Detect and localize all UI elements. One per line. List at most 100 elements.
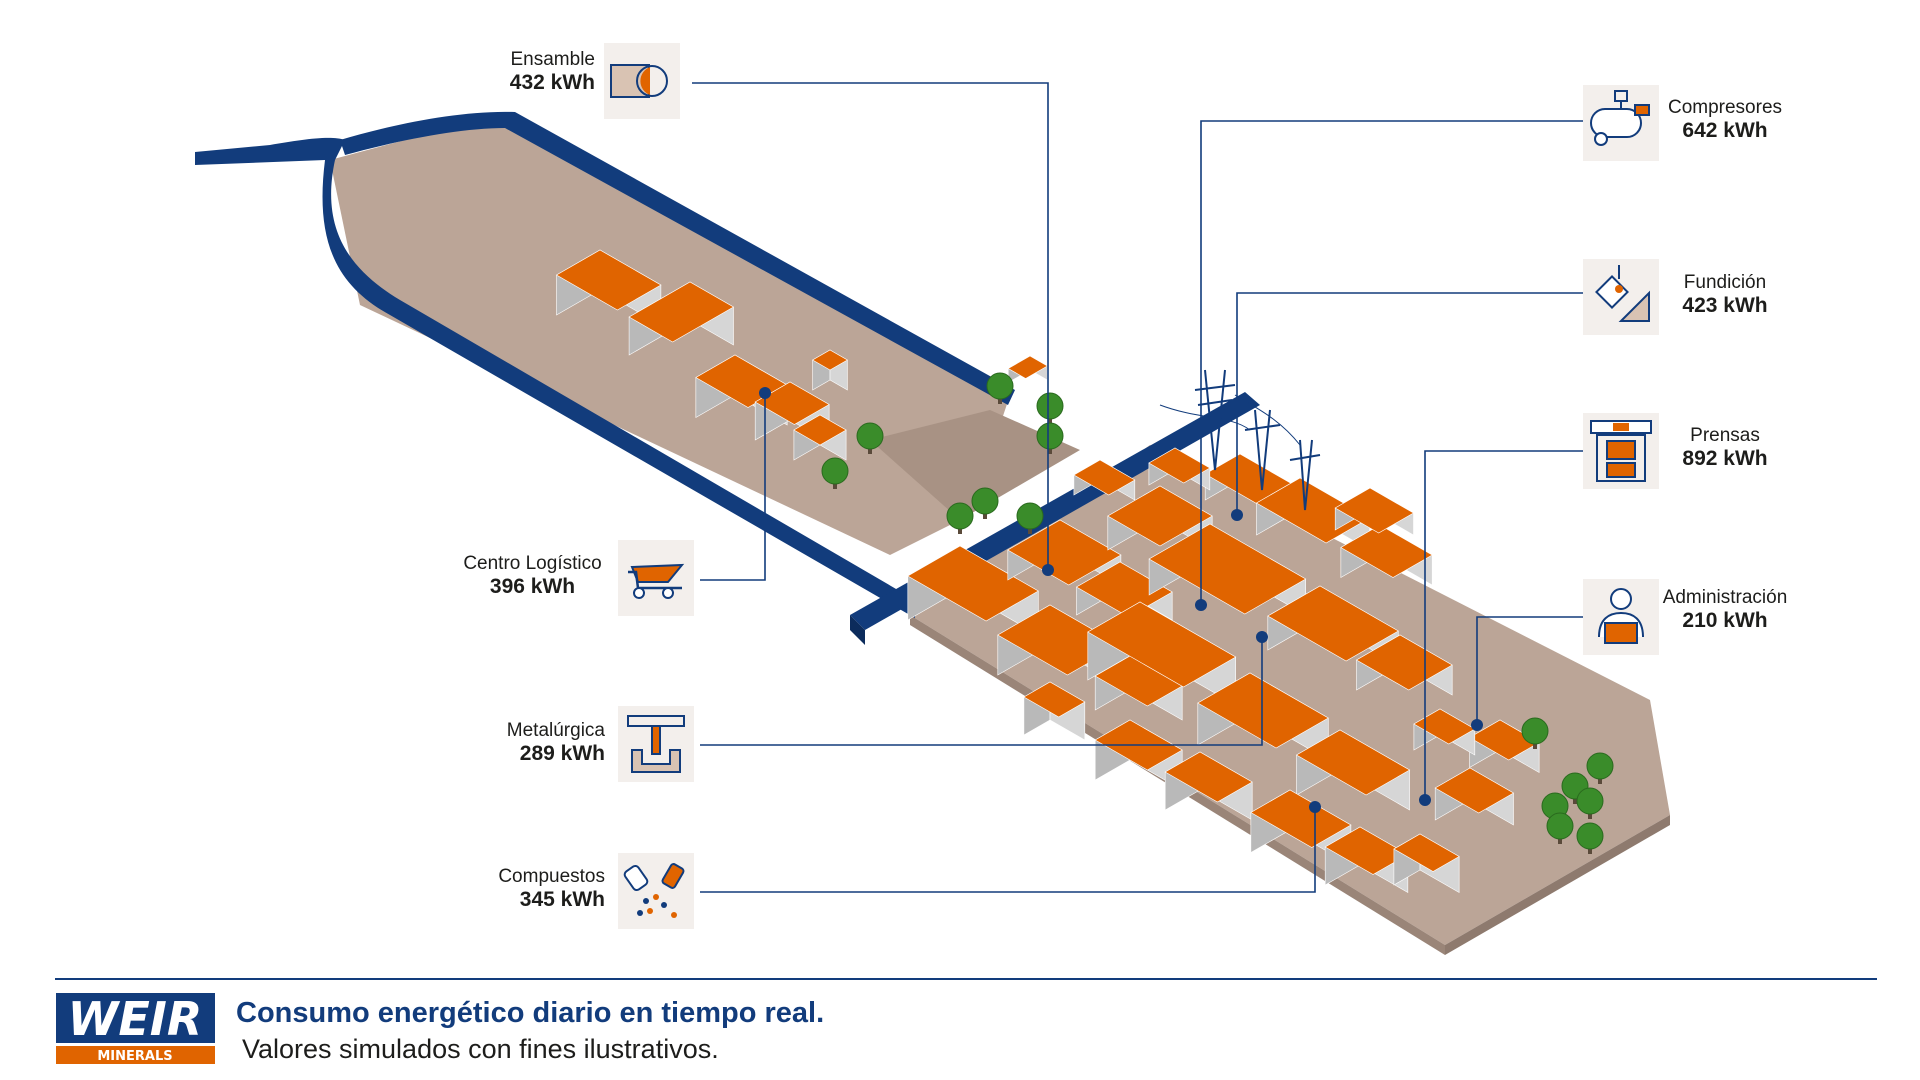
building-roof: [793, 414, 847, 446]
building: [1073, 459, 1136, 501]
building-roof: [1393, 833, 1460, 872]
ensamble-icon: [604, 43, 680, 119]
building: [1340, 524, 1433, 586]
power-pylons: [1159, 369, 1321, 511]
tree-icon: [1521, 717, 1549, 749]
building-roof: [1164, 751, 1253, 803]
label-compuestos: Compuestos 345 kWh: [435, 866, 605, 912]
footer-title: Consumo energético diario en tiempo real…: [236, 997, 825, 1029]
building: [1087, 601, 1237, 706]
label-metalurgica-value: 289 kWh: [519, 741, 605, 765]
label-compuestos-name: Compuestos: [498, 866, 605, 887]
building: [1164, 751, 1253, 821]
tree-icon: [1016, 502, 1044, 534]
building-roof: [1007, 355, 1049, 379]
building-roof: [1267, 585, 1399, 662]
building: [793, 414, 847, 461]
label-centro: Centro Logístico 396 kWh: [445, 553, 620, 599]
building-roof: [1023, 681, 1086, 718]
footer-subtitle: Valores simulados con fines ilustrativos…: [242, 1034, 719, 1064]
building-roof: [1073, 459, 1136, 496]
metallurgy-icon: [618, 706, 694, 782]
building: [1075, 561, 1173, 621]
tree-icon: [856, 422, 884, 454]
building: [1007, 355, 1049, 384]
building: [1434, 767, 1515, 826]
building: [907, 545, 1039, 636]
weir-minerals-logo: WEIR MINERALS: [56, 993, 215, 1064]
building-roof: [1107, 485, 1213, 547]
compressor-icon: [1583, 85, 1659, 161]
building: [1355, 634, 1453, 696]
building: [1413, 708, 1476, 756]
tree-icon: [1576, 822, 1604, 854]
building-roof: [1340, 524, 1433, 578]
building-roof: [628, 281, 735, 343]
tree-icon: [946, 502, 974, 534]
label-metalurgica-name: Metalúrgica: [506, 720, 605, 741]
building: [1023, 681, 1086, 741]
label-fundicion: Fundición 423 kWh: [1660, 272, 1790, 318]
tree-icon: [1546, 812, 1574, 844]
trees-layer: [821, 372, 1614, 854]
building-roof: [1324, 826, 1409, 875]
tree-icon: [821, 457, 849, 489]
leader-dots: [759, 387, 1483, 813]
label-compresores-value: 642 kWh: [1682, 118, 1768, 142]
footer-divider: [55, 978, 1877, 980]
building-roof: [555, 249, 662, 311]
logo-subtext: MINERALS: [97, 1049, 172, 1064]
isometric-plant-map: [195, 82, 1670, 955]
label-compresores-name: Compresores: [1667, 97, 1783, 118]
dump-truck-icon: [618, 540, 694, 616]
building-roof: [1334, 487, 1415, 534]
leader-lines: [692, 82, 1583, 893]
building-roof: [1355, 634, 1453, 691]
label-prensas-value: 892 kWh: [1682, 446, 1768, 470]
foundry-ladle-icon: [1583, 259, 1659, 335]
label-ensamble: Ensamble 432 kWh: [430, 49, 595, 95]
building: [1324, 826, 1409, 894]
building-roof: [811, 349, 849, 371]
building-roof: [1148, 447, 1211, 484]
building-roof: [1250, 789, 1352, 848]
label-compuestos-value: 345 kWh: [519, 887, 605, 911]
label-fundicion-name: Fundición: [1683, 272, 1767, 293]
building: [1148, 523, 1307, 616]
building: [628, 281, 735, 356]
label-centro-name: Centro Logístico: [463, 553, 602, 574]
tree-icon: [1036, 392, 1064, 424]
building-roof: [1434, 767, 1515, 814]
ground-lower-edge-right: [1445, 815, 1670, 955]
label-centro-value: 396 kWh: [489, 574, 576, 598]
parking-lot: [870, 410, 1080, 520]
label-compresores: Compresores 642 kWh: [1660, 97, 1790, 143]
tree-icon: [986, 372, 1014, 404]
tree-icon: [1036, 422, 1064, 454]
main-road: [195, 137, 915, 618]
building-roof: [1197, 672, 1329, 749]
label-ensamble-name: Ensamble: [510, 49, 596, 70]
building: [555, 249, 662, 326]
label-prensas: Prensas 892 kWh: [1660, 425, 1790, 471]
buildings-layer: [555, 249, 1540, 894]
building: [1468, 719, 1540, 774]
label-administracion-name: Administración: [1662, 587, 1788, 608]
cross-road-side: [850, 615, 865, 645]
label-administracion-value: 210 kWh: [1682, 608, 1768, 632]
tree-icon: [971, 487, 999, 519]
logo-text: WEIR: [68, 993, 203, 1046]
tree-icon: [1576, 787, 1604, 819]
building-roof: [1148, 523, 1307, 615]
building: [1334, 487, 1415, 536]
building: [811, 349, 849, 391]
building-roof: [1007, 519, 1122, 586]
compounds-icon: [618, 853, 694, 929]
building: [1267, 585, 1399, 666]
label-ensamble-value: 432 kWh: [509, 70, 595, 94]
building: [1295, 729, 1411, 811]
label-metalurgica: Metalúrgica 289 kWh: [455, 720, 605, 766]
press-icon: [1583, 413, 1659, 489]
building-roof: [1413, 708, 1476, 745]
